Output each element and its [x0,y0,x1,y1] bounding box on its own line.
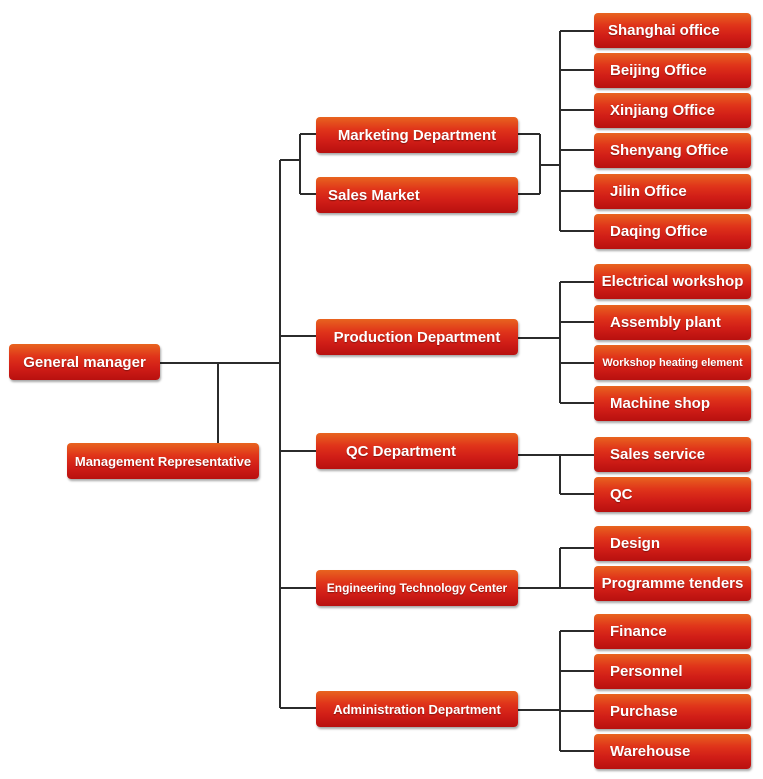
production-unit-box: Machine shop [594,386,751,421]
admin-unit-box: Finance [594,614,751,649]
engineering-technology-center-box: Engineering Technology Center [316,570,518,606]
office-box: Xinjiang Office [594,93,751,128]
office-box: Shenyang Office [594,133,751,168]
qc-department-box: QC Department [316,433,518,469]
qc-unit-box: QC [594,477,751,512]
engineering-unit-box: Programme tenders [594,566,751,601]
office-box: Daqing Office [594,214,751,249]
office-box: Shanghai office [594,13,751,48]
general-manager-box: General manager [9,344,160,380]
management-representative-box: Management Representative [67,443,259,479]
sales-market-box: Sales Market [316,177,518,213]
admin-unit-box: Purchase [594,694,751,729]
admin-unit-box: Warehouse [594,734,751,769]
administration-department-box: Administration Department [316,691,518,727]
engineering-unit-box: Design [594,526,751,561]
production-unit-box: Electrical workshop [594,264,751,299]
marketing-department-box: Marketing Department [316,117,518,153]
qc-unit-box: Sales service [594,437,751,472]
production-department-box: Production Department [316,319,518,355]
production-unit-box: Workshop heating element [594,345,751,380]
production-unit-box: Assembly plant [594,305,751,340]
office-box: Jilin Office [594,174,751,209]
office-box: Beijing Office [594,53,751,88]
admin-unit-box: Personnel [594,654,751,689]
